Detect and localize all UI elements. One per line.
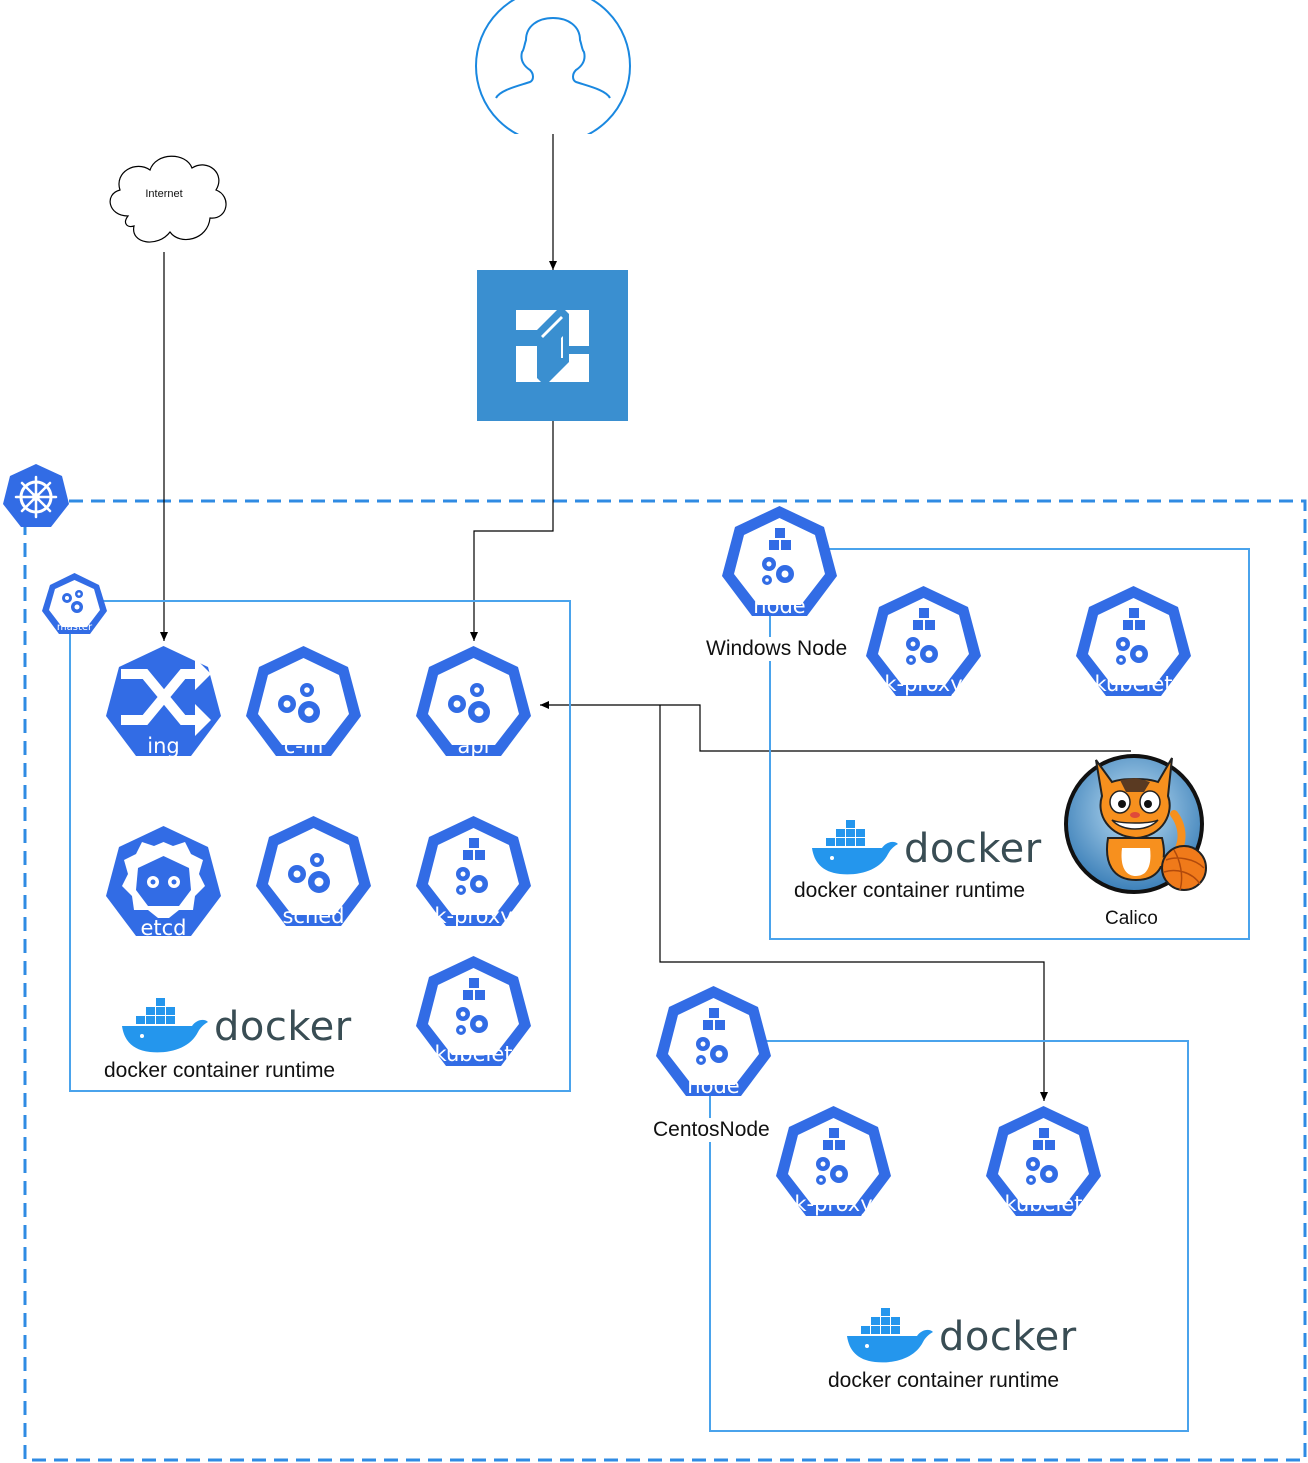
docker-whale-icon bbox=[847, 1308, 933, 1363]
centos-runtime-label: docker container runtime bbox=[828, 1369, 1060, 1392]
calico-label: Calico bbox=[1105, 908, 1158, 929]
ingress-component: ing bbox=[103, 644, 224, 764]
kubernetes-helm-icon bbox=[3, 464, 69, 527]
master-kproxy-label: k-proxy bbox=[434, 904, 513, 928]
master-badge-label: master bbox=[56, 622, 93, 633]
centos-kubelet-component: kubelet bbox=[983, 1104, 1104, 1224]
windows-runtime-label: docker container runtime bbox=[794, 879, 1026, 902]
master-kubelet-component: kubelet bbox=[413, 954, 534, 1074]
calico-cat-icon bbox=[1064, 754, 1207, 894]
windows-docker-logo: docker bbox=[810, 820, 1042, 878]
windows-docker-wordmark: docker bbox=[904, 826, 1042, 872]
windows-node-box bbox=[769, 548, 1250, 940]
windows-kproxy-component: k-proxy bbox=[863, 584, 984, 704]
controller-manager-label: c-m bbox=[283, 734, 324, 758]
shutter-gateway-icon bbox=[516, 310, 589, 382]
cloud-icon bbox=[109, 155, 227, 243]
ingress-label: ing bbox=[147, 734, 180, 758]
api-to-centos-kubelet-edge bbox=[659, 705, 1048, 1101]
docker-whale-icon bbox=[122, 998, 208, 1053]
api-server-component: api bbox=[413, 644, 534, 764]
api-server-label: api bbox=[457, 734, 490, 758]
scheduler-component: sched bbox=[253, 814, 374, 934]
calico-logo bbox=[1060, 752, 1210, 894]
windows-kubelet-label: kubelet bbox=[1094, 672, 1173, 696]
windows-kproxy-label: k-proxy bbox=[884, 672, 963, 696]
controller-manager-component: c-m bbox=[243, 644, 364, 764]
cluster-kubernetes-badge bbox=[2, 463, 70, 529]
master-docker-logo: docker bbox=[120, 998, 352, 1056]
master-docker-wordmark: docker bbox=[214, 1004, 352, 1050]
gateway-to-api-edge bbox=[470, 421, 554, 641]
master-badge: master bbox=[41, 572, 108, 636]
user-actor bbox=[474, 0, 632, 144]
scheduler-label: sched bbox=[282, 904, 345, 928]
windows-node-badge-label: node bbox=[753, 594, 806, 618]
centos-node-name: CentosNode bbox=[653, 1118, 770, 1142]
centos-docker-wordmark: docker bbox=[939, 1314, 1077, 1360]
master-node-box bbox=[69, 600, 571, 1092]
user-icon bbox=[475, 0, 631, 144]
windows-kubelet-component: kubelet bbox=[1073, 584, 1194, 704]
internet-cloud: Internet bbox=[100, 148, 232, 248]
etcd-label: etcd bbox=[140, 916, 187, 940]
application-gateway bbox=[477, 270, 628, 421]
internet-label: Internet bbox=[145, 188, 183, 200]
centos-docker-logo: docker bbox=[845, 1308, 1077, 1366]
etcd-component: etcd bbox=[103, 824, 224, 944]
docker-whale-icon bbox=[812, 820, 898, 875]
master-kproxy-component: k-proxy bbox=[413, 814, 534, 934]
centos-node-box bbox=[709, 1040, 1189, 1432]
windows-node-badge: node bbox=[719, 504, 840, 624]
centos-kubelet-label: kubelet bbox=[1004, 1192, 1083, 1216]
cluster-boundary bbox=[23, 499, 1307, 1462]
centos-node-badge: node bbox=[653, 984, 774, 1104]
master-runtime-label: docker container runtime bbox=[104, 1059, 336, 1082]
master-kubelet-label: kubelet bbox=[434, 1042, 513, 1066]
calico-to-api-edge bbox=[540, 701, 1131, 752]
centos-kproxy-component: k-proxy bbox=[773, 1104, 894, 1224]
windows-node-name: Windows Node bbox=[706, 637, 848, 661]
centos-node-badge-label: node bbox=[687, 1074, 740, 1098]
centos-kproxy-label: k-proxy bbox=[794, 1192, 873, 1216]
